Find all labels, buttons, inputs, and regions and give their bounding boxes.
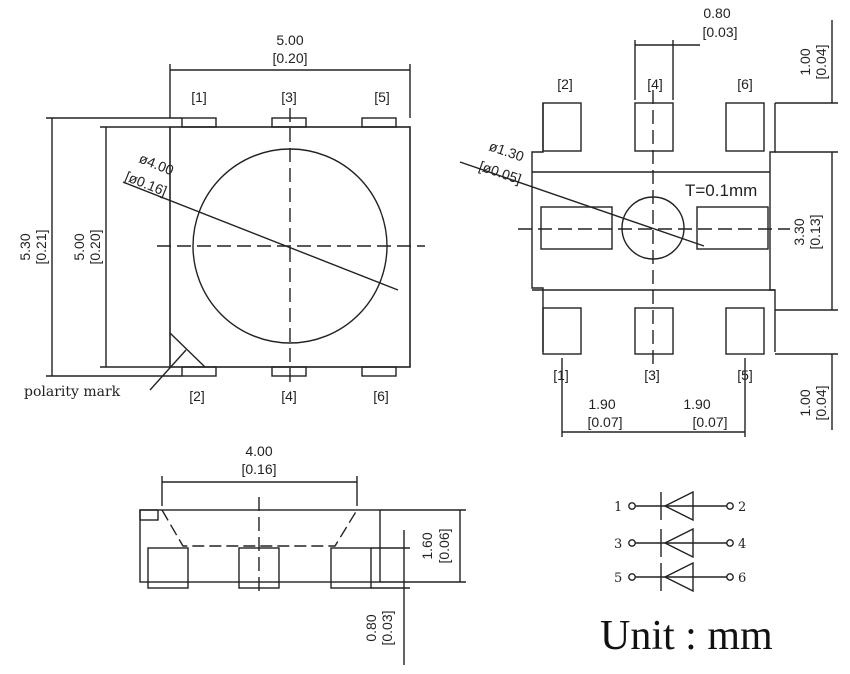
dim-pitch-left-inch: [0.07]: [587, 414, 622, 430]
diode-row-3: [628, 561, 734, 593]
dim-pad-width-value: 0.80: [703, 5, 730, 21]
pin-label-1: [1]: [553, 367, 569, 383]
side-view: [139, 476, 466, 665]
side-notch: [139, 509, 159, 521]
dim-side-pad-value: 0.80: [363, 614, 379, 641]
schematic-pin-3: 3: [614, 537, 622, 552]
dim-pitch-height-inch: [0.13]: [807, 214, 823, 249]
pad-5: [361, 117, 397, 128]
dim-pitch-height-value: 3.30: [791, 218, 807, 245]
dim-side-width-inch: [0.16]: [241, 461, 276, 477]
diode-row-2: [628, 527, 734, 559]
pin-label-4: [4]: [647, 76, 663, 92]
pin-label-3: [3]: [644, 367, 660, 383]
dim-pad-height-value: 1.00: [797, 48, 813, 75]
pad-2: [542, 102, 582, 152]
dim-side-height-inch: [0.06]: [436, 528, 452, 563]
schematic-pin-1: 1: [614, 500, 622, 515]
schematic-pin-4: 4: [738, 537, 746, 552]
polarity-mark: [169, 332, 206, 368]
pad-3: [271, 117, 307, 128]
hole-leader: [459, 161, 705, 247]
dim-inner-height-value: 5.00: [71, 233, 87, 260]
dim-outer-height-value: 5.30: [17, 233, 33, 260]
pin-label-5: [5]: [374, 89, 390, 105]
pad-1: [542, 307, 582, 355]
bottom-view: [459, 20, 838, 437]
side-body: [139, 509, 381, 583]
dim-pad-height-bottom-inch: [0.04]: [813, 385, 829, 420]
pad-1: [181, 117, 217, 128]
pad-2: [181, 366, 217, 377]
pin-label-1: [1]: [191, 89, 207, 105]
pad-6: [725, 102, 765, 152]
middle-pad-left: [540, 206, 613, 250]
dim-side-height-value: 1.60: [419, 532, 435, 559]
lens-profile: [161, 509, 358, 547]
dim-top-width-inch: [0.20]: [272, 50, 307, 66]
schematic-pin-5: 5: [614, 571, 622, 586]
side-pad-right: [330, 547, 372, 589]
polarity-leader: [149, 349, 187, 391]
thickness-note: T=0.1mm: [685, 181, 757, 200]
pin-label-3: [3]: [281, 89, 297, 105]
dim-outer-height-inch: [0.21]: [33, 229, 49, 264]
schematic-pin-2: 2: [738, 500, 746, 515]
pad-3: [634, 307, 674, 355]
dim-pitch-right-value: 1.90: [683, 396, 710, 412]
pin-label-4: [4]: [281, 388, 297, 404]
polarity-mark-label: polarity mark: [24, 384, 121, 400]
dim-side-pad-inch: [0.03]: [379, 610, 395, 645]
dim-inner-height-inch: [0.20]: [87, 229, 103, 264]
pin-label-6: [6]: [373, 388, 389, 404]
diode-row-1: [628, 490, 734, 522]
dim-pad-height-inch: [0.04]: [813, 44, 829, 79]
pin-label-2: [2]: [557, 76, 573, 92]
dim-top-width-value: 5.00: [276, 32, 303, 48]
pin-label-5: [5]: [737, 367, 753, 383]
dim-pitch-left-value: 1.90: [588, 396, 615, 412]
schematic-pin-6: 6: [738, 571, 746, 586]
pad-6: [361, 366, 397, 377]
dim-pad-height-bottom-value: 1.00: [797, 389, 813, 416]
pad-5: [725, 307, 765, 355]
middle-pad-right: [696, 206, 769, 250]
top-view: [46, 64, 425, 391]
lens-leader: [122, 181, 399, 291]
dim-side-width-value: 4.00: [245, 443, 272, 459]
unit-label: Unit : mm: [600, 613, 773, 659]
pad-4: [271, 366, 307, 377]
pad-4: [634, 102, 674, 152]
schematic: [628, 490, 734, 593]
dim-pad-width-inch: [0.03]: [702, 24, 737, 40]
pin-label-6: [6]: [737, 76, 753, 92]
dim-pitch-right-inch: [0.07]: [692, 414, 727, 430]
side-pad-left: [147, 547, 189, 589]
pin-label-2: [2]: [189, 388, 205, 404]
